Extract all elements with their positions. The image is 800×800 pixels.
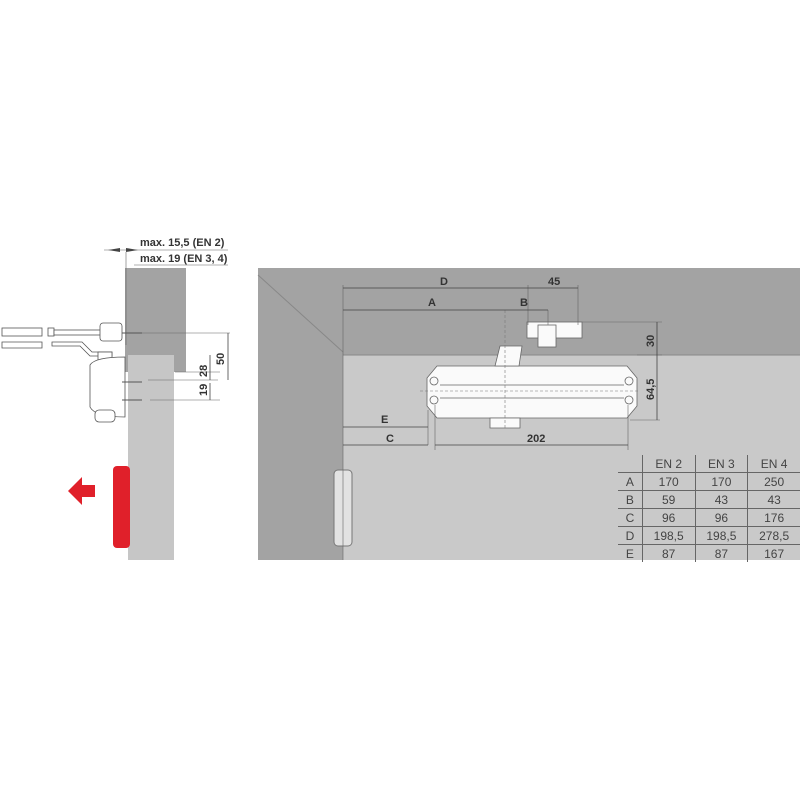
header-en4: EN 4 — [747, 455, 800, 473]
dim-C: C — [386, 433, 394, 445]
dim-202: 202 — [527, 433, 545, 445]
red-door-handle — [113, 466, 130, 548]
dim-50: 50 — [215, 353, 227, 365]
dim-19: 19 — [198, 384, 210, 396]
side-view: max. 15,5 (EN 2) max. 19 (EN 3, 4) 50 28… — [1, 237, 230, 560]
dim-A: A — [428, 297, 436, 309]
open-direction-arrow-icon — [68, 477, 95, 505]
closer-arm — [1, 322, 126, 423]
max-en2-label: max. 15,5 (EN 2) — [140, 237, 225, 249]
max-en34-label: max. 19 (EN 3, 4) — [140, 253, 228, 265]
header-en3: EN 3 — [695, 455, 749, 473]
table-header-row: EN 2 EN 3 EN 4 — [618, 455, 800, 473]
door-leaf — [128, 355, 174, 560]
dim-D: D — [440, 276, 448, 288]
frame-block — [125, 268, 186, 372]
dim-30: 30 — [645, 335, 657, 347]
dim-64-5: 64,5 — [645, 379, 657, 400]
dim-E: E — [381, 414, 388, 426]
screws — [122, 332, 142, 401]
dim-B: B — [520, 297, 528, 309]
header-en2: EN 2 — [642, 455, 696, 473]
dim-45: 45 — [548, 276, 560, 288]
dim-28: 28 — [198, 365, 210, 377]
closer-body — [426, 321, 638, 429]
